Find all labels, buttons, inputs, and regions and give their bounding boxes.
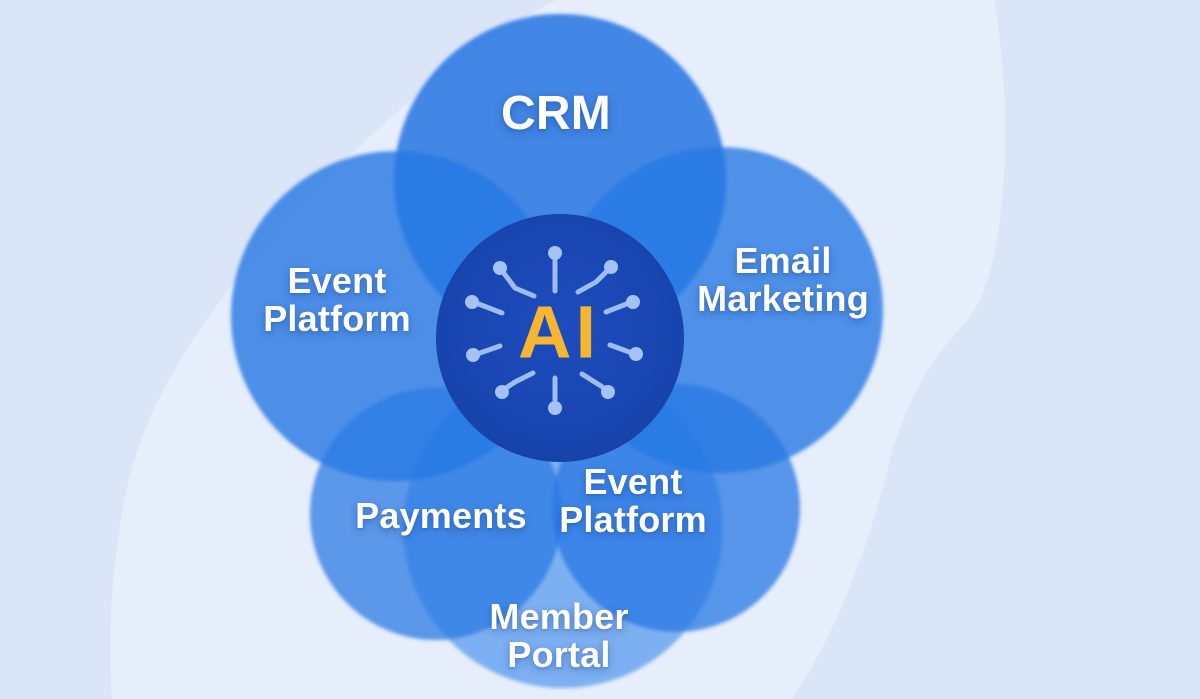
label-ai-hub: AI [518,290,600,374]
label-member-portal: Member Portal [489,596,629,675]
ai-hub-circle [436,214,684,462]
circle-payments [310,388,562,640]
label-event-platform-left: Event Platform [263,260,411,339]
circuit-hub-icon [465,246,643,415]
ai-hub [436,214,684,462]
label-crm: CRM [501,87,611,140]
label-event-platform-right: Event Platform [559,461,707,540]
label-email-marketing: Email Marketing [697,240,869,319]
label-payments: Payments [355,495,527,536]
